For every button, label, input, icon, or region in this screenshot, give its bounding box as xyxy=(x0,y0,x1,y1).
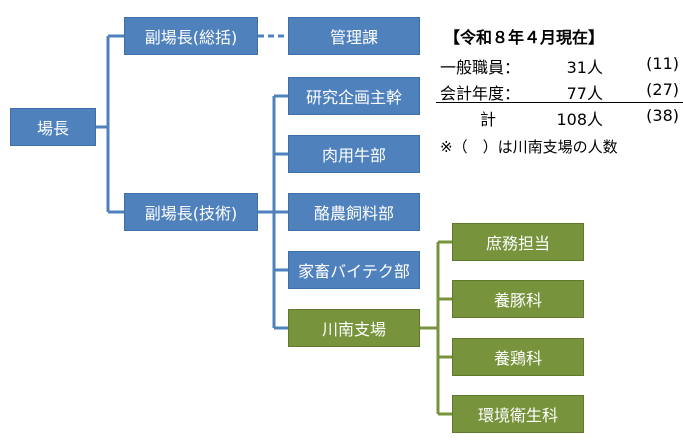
department-box-dairy-feed: 酪農飼料部 xyxy=(288,193,420,231)
total-rule xyxy=(436,102,683,103)
deputy-technical-box: 副場長(技術) xyxy=(124,193,258,231)
director-label: 場長 xyxy=(36,119,69,138)
department-label: 酪農飼料部 xyxy=(313,204,394,223)
department-label: 家畜バイテク部 xyxy=(298,262,410,281)
branch-unit-label: 庶務担当 xyxy=(485,234,550,253)
branch-unit-box-environmental-hygiene: 環境衛生科 xyxy=(452,395,584,433)
staff-row-count: 77人 xyxy=(566,84,603,103)
staff-total-count: 108人 xyxy=(556,110,603,129)
director-box: 場長 xyxy=(10,108,96,146)
staff-row-regular: 一般職員： 31人 (11) xyxy=(436,54,683,77)
branch-unit-box-general-affairs: 庶務担当 xyxy=(452,223,584,261)
deputy-general-label: 副場長(総括) xyxy=(144,28,238,47)
department-box-biotech: 家畜バイテク部 xyxy=(288,251,420,289)
department-label: 肉用牛部 xyxy=(321,146,386,165)
staff-table-note: ※（ ）は川南支場の人数 xyxy=(440,138,618,156)
staff-row-total: 計 108人 (38) xyxy=(436,106,683,129)
management-division-box: 管理課 xyxy=(288,17,420,55)
staff-total-label: 計 xyxy=(480,110,497,129)
staff-row-count: 31人 xyxy=(566,58,603,77)
branch-unit-label: 養豚科 xyxy=(493,291,542,310)
staff-total-branch-count: (38) xyxy=(646,106,679,125)
department-label: 川南支場 xyxy=(321,320,386,339)
staff-table-title: 【令和８年４月現在】 xyxy=(444,28,605,47)
staff-row-branch-count: (11) xyxy=(646,54,679,73)
department-box-planning: 研究企画主幹 xyxy=(288,77,420,115)
branch-unit-label: 環境衛生科 xyxy=(477,406,558,425)
branch-unit-label: 養鶏科 xyxy=(493,349,542,368)
staff-row-fiscal-year: 会計年度： 77人 (27) xyxy=(436,80,683,103)
deputy-general-box: 副場長(総括) xyxy=(124,17,258,55)
staff-row-branch-count: (27) xyxy=(646,80,679,99)
staff-row-label: 会計年度： xyxy=(440,84,521,103)
management-division-label: 管理課 xyxy=(329,28,378,47)
department-box-kawaminami-branch: 川南支場 xyxy=(288,309,420,347)
staff-row-label: 一般職員： xyxy=(440,58,521,77)
department-box-beef-cattle: 肉用牛部 xyxy=(288,135,420,173)
branch-unit-box-swine: 養豚科 xyxy=(452,280,584,318)
department-label: 研究企画主幹 xyxy=(305,88,402,107)
deputy-technical-label: 副場長(技術) xyxy=(144,204,238,223)
branch-unit-box-poultry: 養鶏科 xyxy=(452,338,584,376)
